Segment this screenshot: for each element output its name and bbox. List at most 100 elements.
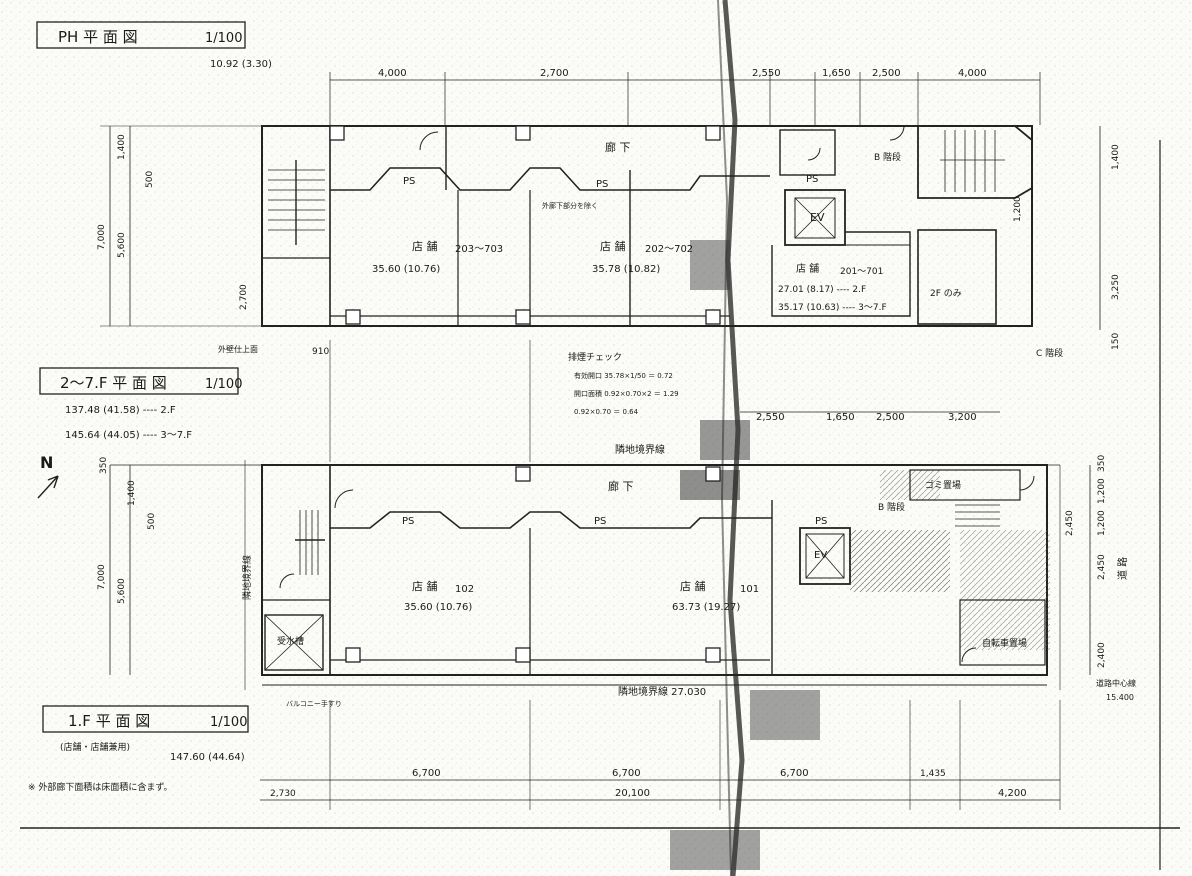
stair-c-label: C 階段 [1036,347,1063,359]
upper-right-dimensions: 1,400 1,200 3,250 150 [1013,144,1121,350]
dim-mid-0: 2,550 [756,412,785,423]
dim-lower-right-3: 2,450 [1065,510,1075,536]
f1-scale: 1/100 [210,715,247,730]
upper-left-dimensions: 1,400 500 7,000 5,600 2,700 910 [97,134,329,357]
shop-lower-a-area: 35.60 (10.76) [404,602,472,613]
dim-left-2: 7,000 [97,224,107,250]
dim-top-4: 2,500 [872,68,901,79]
dim-lower-right-4: 2,450 [1097,554,1107,580]
dim-left-0: 1,400 [117,134,127,160]
mid-dimension-labels: 2,550 1,650 2,500 3,200 隣地境界線 [615,412,977,456]
ph-title-text: PH 平 面 図 [58,28,138,46]
dim-bottom-1: 6,700 [612,768,641,779]
road-right-label: 道 路 [1116,557,1129,580]
dim-lower-left-3: 7,000 [97,564,107,590]
ev-lower: EV [814,550,827,561]
boundary-bottom-label: 隣地境界線 27.030 [618,685,706,698]
ph-area: 10.92 (3.30) [210,59,272,70]
shop-lower-b-no: 101 [740,584,759,595]
exhaust-line-2: 開口面積 0.92×0.70×2 ＝ 1.29 [574,389,679,398]
ps-upper-1: PS [403,176,415,187]
road-width-label: 15.400 [1106,693,1134,702]
dim-bottom-2: 6,700 [780,768,809,779]
corridor-lower-label: 廊 下 [608,479,634,493]
shop-upper-b-no: 202～702 [645,244,693,255]
dim-top-2: 2,550 [752,68,781,79]
shop-upper-a-area: 35.60 (10.76) [372,264,440,275]
f1-title-text: 1.F 平 面 図 [68,712,150,730]
upper-room-labels: 廊 下 PS PS PS EV B 階段 2F のみ 外廊下部分を除く 店 舗 … [218,140,1063,416]
dim-bottom-5: 4,200 [998,788,1027,799]
boundary-top-label: 隣地境界線 [615,443,665,456]
lower-right-dimensions: 350 1,200 1,200 2,450 2,450 2,400 [1065,455,1107,668]
typical-plan-title: 2～7.F 平 面 図 1/100 137.48 (41.58) ---- 2.… [39,367,242,441]
typical-scale: 1/100 [205,377,242,392]
upper-plan [100,72,1101,330]
dim-bottom-4: 20,100 [615,788,650,799]
ps-lower-2: PS [594,516,606,527]
shop-upper-c-no: 201～701 [840,267,883,277]
shop-upper-b-area: 35.78 (10.82) [592,264,660,275]
shop-upper-c-area1: 27.01 (8.17) ---- 2.F [778,285,866,295]
ps-lower-3: PS [815,516,827,527]
shop-upper-c-area2: 35.17 (10.63) ---- 3～7.F [778,303,887,313]
dim-bottom-3: 1,435 [920,769,946,779]
shop-lower-b-area: 63.73 (19.27) [672,602,740,613]
dim-lower-right-0: 350 [1097,455,1107,472]
outside-wall-note: 外壁仕上面 [218,344,258,354]
north-label: N [40,453,53,472]
lower-room-labels: 廊 下 PS PS PS EV B 階段 ゴミ置場 受水槽 自転車置場 店 舗 … [241,479,1136,708]
dim-bottom-0: 6,700 [412,768,441,779]
dim-lower-left-1: 1,400 [127,480,137,506]
exhaust-note: 排煙チェック [568,351,622,363]
dim-right-2: 3,250 [1111,274,1121,300]
left-boundary-label: 隣地境界線 [241,555,253,600]
exhaust-line-3: 0.92×0.70 ＝ 0.64 [574,408,639,416]
lower-bottom-dimensions: 6,700 6,700 6,700 1,435 20,100 4,200 2,7… [270,768,1027,799]
corridor-note: 外廊下部分を除く [542,201,598,210]
f1-use: (店舗・店舗兼用) [60,741,130,753]
stair-b-upper: B 階段 [874,151,901,163]
dim-top-5: 4,000 [958,68,987,79]
dim-mid-3: 3,200 [948,412,977,423]
lower-plan [20,140,1180,870]
ev-upper: EV [810,211,825,224]
dim-left-3: 5,600 [117,232,127,258]
dim-lower-left-2: 500 [147,513,157,530]
north-arrow: N [37,453,59,499]
ps-upper-2: PS [596,179,608,190]
lower-left-dimensions: 350 1,400 500 7,000 5,600 [97,457,157,604]
ps-lower-1: PS [402,516,414,527]
typical-title-text: 2～7.F 平 面 図 [60,374,167,392]
dim-left-5: 910 [312,347,329,357]
dim-top-0: 4,000 [378,68,407,79]
ph-plan-title: PH 平 面 図 1/100 10.92 (3.30) [36,21,272,70]
ph-scale: 1/100 [205,31,242,46]
road-center-label: 道路中心線 [1096,678,1136,688]
trash-room: ゴミ置場 [925,479,961,491]
shop-upper-b: 店 舗 [600,239,626,253]
dim-lower-left-0: 350 [99,457,109,474]
room-2f-only: 2F のみ [930,288,962,299]
f1-plan-title: 1.F 平 面 図 1/100 (店舗・店舗兼用) 147.60 (44.64)… [28,705,249,793]
dim-lower-right-1: 1,200 [1097,478,1107,504]
typical-area-37f: 145.64 (44.05) ---- 3～7.F [65,430,192,441]
dim-lower-right-5: 2,400 [1097,642,1107,668]
dim-mid-1: 1,650 [826,412,855,423]
balcony-note: バルコニー手すり [286,699,342,708]
shop-upper-c: 店 舗 [796,262,819,275]
shop-upper-a: 店 舗 [412,239,438,253]
dim-left-4: 2,700 [239,284,249,310]
shop-upper-a-no: 203～703 [455,244,503,255]
dim-right-3: 150 [1111,333,1121,350]
exhaust-line-1: 有効開口 35.78×1/50 ＝ 0.72 [574,371,673,380]
shop-lower-a: 店 舗 [412,579,438,593]
f1-note: ※ 外部廊下面積は床面積に含まず。 [28,781,173,793]
corridor-upper-label: 廊 下 [605,140,631,154]
dim-top-1: 2,700 [540,68,569,79]
dim-top-3: 1,650 [822,68,851,79]
pump-room: 受水槽 [277,635,304,647]
f1-area: 147.60 (44.64) [170,752,245,763]
dim-right-0: 1,400 [1111,144,1121,170]
